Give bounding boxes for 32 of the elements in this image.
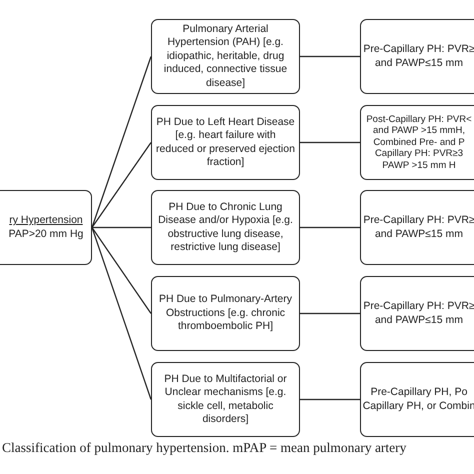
box-text: Pre-Capillary PH: PVR≥ and PAWP≤15 mm (362, 43, 474, 70)
category-box (360, 19, 474, 94)
connector-line (92, 227, 152, 314)
box-text: Post-Capillary PH: PVR< and PAWP >15 mmH, Combined Pre- and P Capillary PH: PVR≥3 PAWP >15 mm H (365, 114, 473, 171)
category-box (360, 105, 474, 180)
figure-caption: Classification of pulmonary hypertension. mPAP = mean pulmonary artery (2, 440, 406, 456)
category-box (360, 362, 474, 437)
category-box (151, 276, 300, 351)
category-box (151, 105, 300, 180)
category-box (360, 276, 474, 351)
category-box (151, 190, 300, 265)
category-box (151, 19, 300, 94)
connector-line (91, 56, 152, 228)
box-text: PH Due to Left Heart Disease [e.g. heart failure with reduced or preserved ejection fraction] (155, 116, 296, 170)
box-text: Pre-Capillary PH: PVR≥ and PAWP≤15 mm (362, 300, 474, 327)
box-text: PH Due to Chronic Lung Disease and/or Hypoxia [e.g. obstructive lung disease, restrictive lung disease] (157, 200, 294, 254)
connector-line (300, 312, 360, 314)
box-text: PH Due to Pulmonary-Artery Obstructions [e.g. chronic thromboembolic PH] (158, 293, 294, 334)
connector-line (300, 398, 360, 400)
connector-line (300, 142, 360, 144)
category-box (151, 362, 300, 437)
connector-line (300, 56, 360, 58)
box-heading: ry Hypertension (9, 214, 83, 228)
connector-line (91, 227, 152, 400)
box-text: Pulmonary Arterial Hypertension (PAH) [e.g. idiopathic, heritable, drug induced, connective tissue disease] (162, 22, 288, 90)
box-text: PAP>20 mm Hg (8, 228, 84, 241)
connector-line (92, 142, 152, 228)
box-text: PH Due to Multifactorial or Unclear mechanisms [e.g. sickle cell, metabolic disorders] (163, 372, 288, 426)
category-box (360, 190, 474, 265)
connector-line (300, 226, 360, 228)
connector-line (92, 226, 151, 228)
box-text: Pre-Capillary PH: PVR≥ and PAWP≤15 mm (362, 214, 474, 241)
